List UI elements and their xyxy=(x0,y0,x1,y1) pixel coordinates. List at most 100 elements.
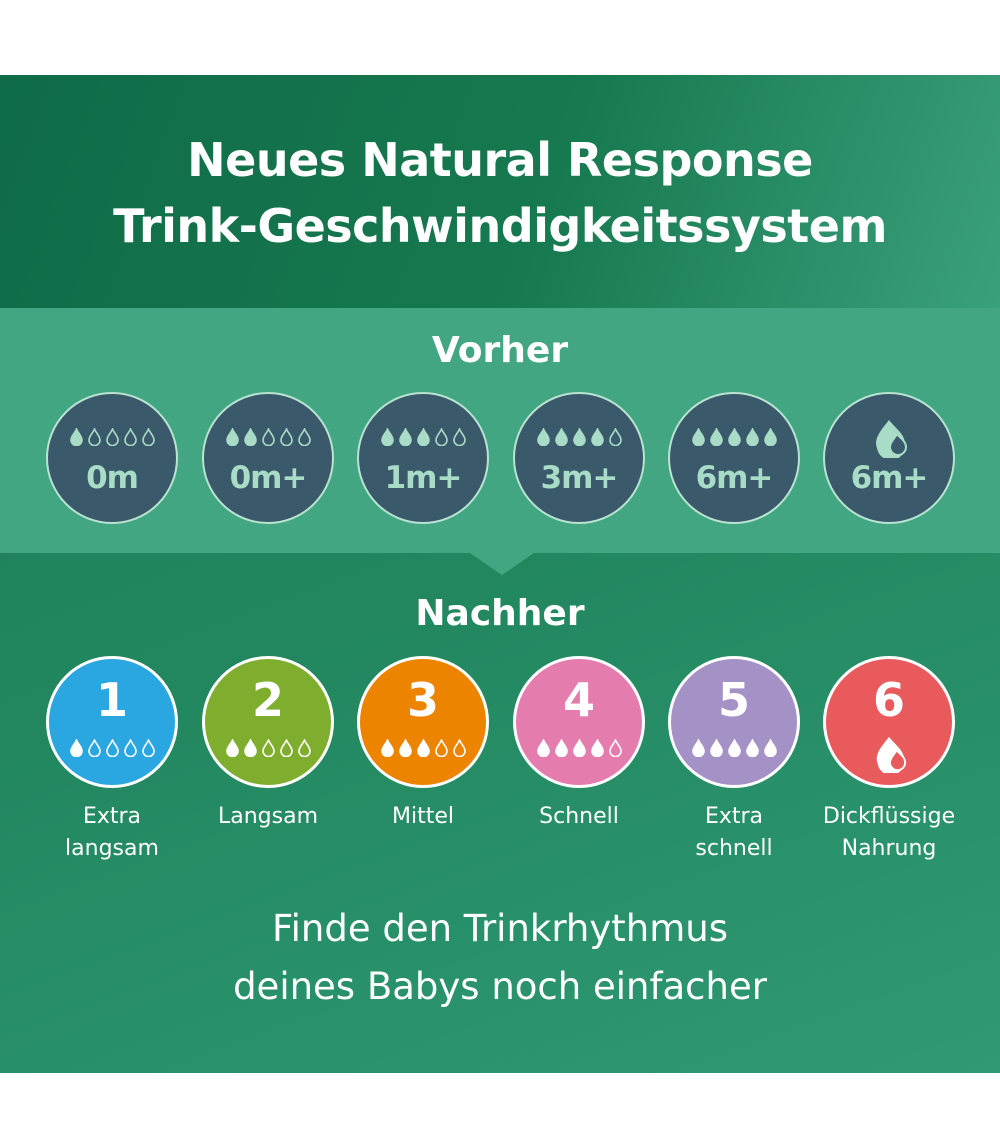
flow-label-line-2: langsam xyxy=(65,836,159,861)
after-nipple-1: 1 xyxy=(46,656,178,788)
empty-drop-icon xyxy=(434,428,448,446)
tagline-line-2: deines Babys noch einfacher xyxy=(233,965,767,1008)
flow-drops xyxy=(670,428,798,446)
empty-drop-icon xyxy=(434,739,448,757)
filled-drop-icon xyxy=(727,428,741,446)
empty-drop-icon xyxy=(261,739,275,757)
empty-drop-icon xyxy=(279,428,293,446)
flow-label: Schnell xyxy=(494,801,664,833)
thick-food-icon xyxy=(876,736,907,773)
filled-drop-icon xyxy=(398,428,412,446)
filled-drop-icon xyxy=(416,739,430,757)
filled-drop-icon xyxy=(709,739,723,757)
empty-drop-icon xyxy=(87,428,101,446)
filled-drop-icon xyxy=(745,739,759,757)
empty-drop-icon xyxy=(452,428,466,446)
after-heading: Nachher xyxy=(415,593,585,634)
filled-drop-icon xyxy=(243,428,257,446)
empty-drop-icon xyxy=(141,739,155,757)
empty-drop-icon xyxy=(608,739,622,757)
arrow-down-icon xyxy=(470,553,534,575)
filled-drop-icon xyxy=(572,739,586,757)
flow-drops xyxy=(515,428,643,446)
flow-number: 2 xyxy=(251,673,284,727)
after-nipple-2: 2 xyxy=(202,656,334,788)
empty-drop-icon xyxy=(279,739,293,757)
empty-drop-icon xyxy=(87,739,101,757)
filled-drop-icon xyxy=(590,428,604,446)
flow-number: 6 xyxy=(872,673,905,727)
after-nipple-3: 3 xyxy=(357,656,489,788)
filled-drop-icon xyxy=(225,739,239,757)
flow-label-line-1: Mittel xyxy=(392,804,454,829)
empty-drop-icon xyxy=(123,428,137,446)
flow-label-line-2: Nahrung xyxy=(841,836,937,861)
title-line-1: Neues Natural Response xyxy=(187,133,813,187)
empty-drop-icon xyxy=(105,428,119,446)
tagline: Finde den Trinkrhythmus deines Babys noc… xyxy=(0,900,1000,1016)
flow-drops xyxy=(359,428,487,446)
filled-drop-icon xyxy=(763,428,777,446)
before-nipple-0m+: 0m+ xyxy=(202,392,334,524)
flow-label-line-1: Extra xyxy=(82,804,142,829)
filled-drop-icon xyxy=(380,428,394,446)
flow-label: Extra schnell xyxy=(649,801,819,865)
flow-number: 1 xyxy=(95,673,128,727)
before-heading: Vorher xyxy=(431,330,569,371)
filled-drop-icon xyxy=(554,739,568,757)
empty-drop-icon xyxy=(608,428,622,446)
filled-drop-icon xyxy=(243,739,257,757)
filled-drop-icon xyxy=(727,739,741,757)
filled-drop-icon xyxy=(709,428,723,446)
flow-drops xyxy=(204,428,332,446)
page-title: Neues Natural Response Trink-Geschwindig… xyxy=(0,127,1000,259)
filled-drop-icon xyxy=(536,428,550,446)
flow-label-line-1: Langsam xyxy=(217,804,319,829)
empty-drop-icon xyxy=(297,739,311,757)
filled-drop-icon xyxy=(398,739,412,757)
filled-drop-icon xyxy=(69,428,83,446)
flow-label: Langsam xyxy=(183,801,353,833)
after-nipple-6: 6 xyxy=(823,656,955,788)
flow-number: 4 xyxy=(562,673,595,727)
filled-drop-icon xyxy=(416,428,430,446)
flow-label-line-1: Schnell xyxy=(539,804,619,829)
filled-drop-icon xyxy=(69,739,83,757)
filled-drop-icon xyxy=(554,428,568,446)
empty-drop-icon xyxy=(452,739,466,757)
flow-drops xyxy=(671,739,797,757)
flow-drops xyxy=(48,428,176,446)
flow-number: 3 xyxy=(406,673,439,727)
before-nipple-3m+: 3m+ xyxy=(513,392,645,524)
tagline-line-1: Finde den Trinkrhythmus xyxy=(272,907,728,950)
age-label: 6m+ xyxy=(850,460,929,496)
before-nipple-1m+: 1m+ xyxy=(357,392,489,524)
filled-drop-icon xyxy=(745,428,759,446)
age-label: 1m+ xyxy=(384,460,463,496)
filled-drop-icon xyxy=(225,428,239,446)
age-label: 0m+ xyxy=(229,460,308,496)
flow-label-line-2: schnell xyxy=(695,836,773,861)
filled-drop-icon xyxy=(380,739,394,757)
empty-drop-icon xyxy=(105,739,119,757)
flow-drops xyxy=(205,739,331,757)
flow-drops xyxy=(49,739,175,757)
age-label: 3m+ xyxy=(540,460,619,496)
filled-drop-icon xyxy=(536,739,550,757)
flow-number: 5 xyxy=(717,673,750,727)
empty-drop-icon xyxy=(261,428,275,446)
age-label: 6m+ xyxy=(695,460,774,496)
before-nipple-0m: 0m xyxy=(46,392,178,524)
before-nipple-6m+: 6m+ xyxy=(668,392,800,524)
flow-label: Mittel xyxy=(338,801,508,833)
flow-label-line-1: Extra xyxy=(704,804,764,829)
empty-drop-icon xyxy=(123,739,137,757)
filled-drop-icon xyxy=(763,739,777,757)
after-nipple-5: 5 xyxy=(668,656,800,788)
infographic-panel: Neues Natural Response Trink-Geschwindig… xyxy=(0,75,1000,1073)
age-label: 0m xyxy=(86,460,139,496)
empty-drop-icon xyxy=(297,428,311,446)
title-line-2: Trink-Geschwindigkeitssystem xyxy=(113,199,887,253)
thick-food-icon xyxy=(876,420,908,458)
